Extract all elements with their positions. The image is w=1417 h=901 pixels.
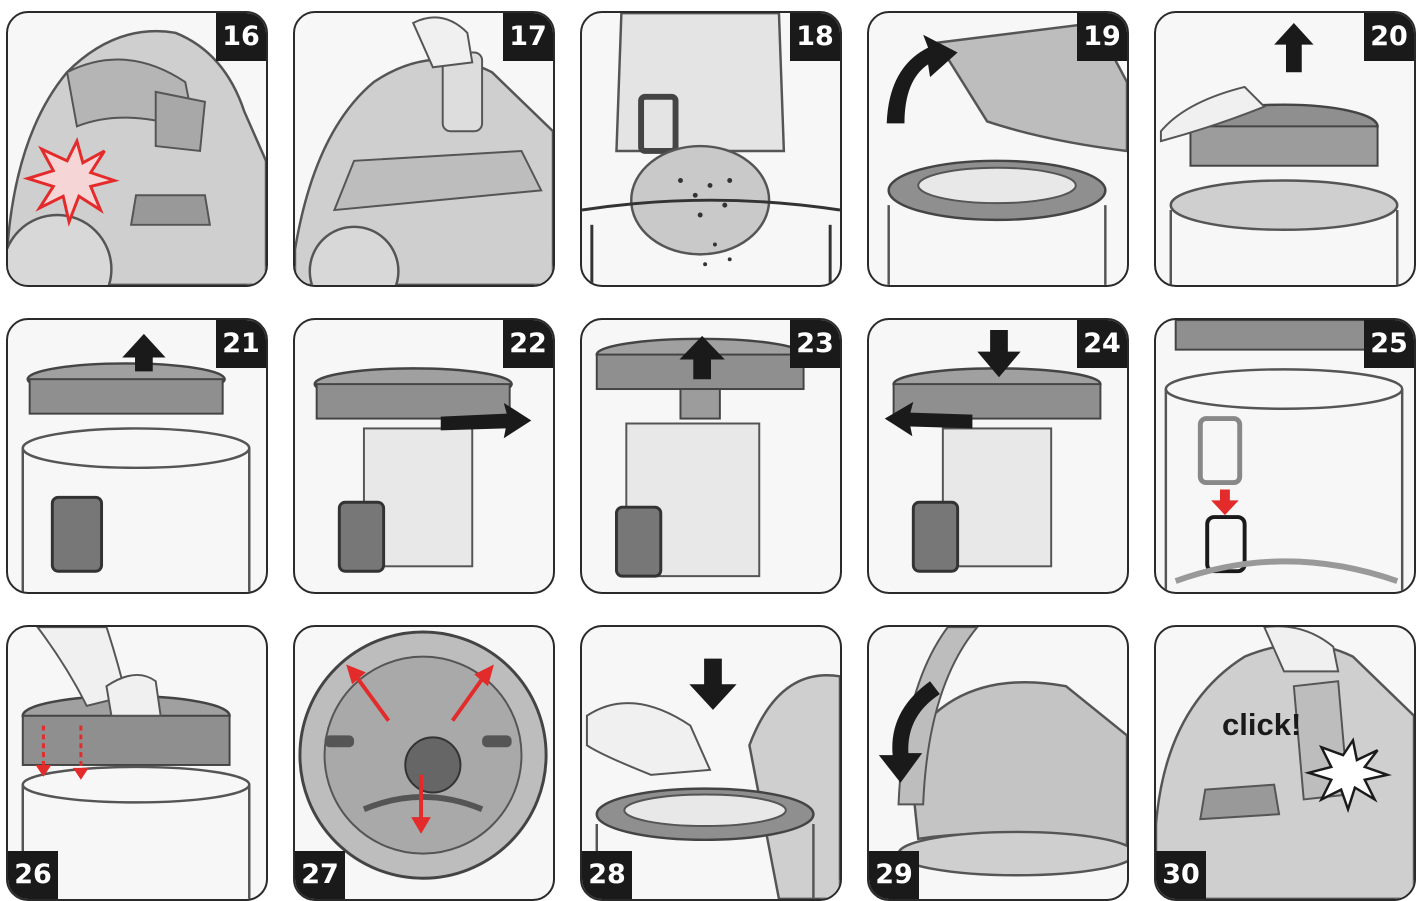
step-panel-19: 19 [867, 11, 1129, 287]
step-panel-26: 26 [6, 625, 268, 901]
cyclone-rotate-illustration [313, 367, 513, 573]
step-number: 18 [790, 13, 840, 61]
step-panel-28: 28 [580, 625, 842, 901]
arrow-up-icon [679, 335, 725, 380]
step-panel-21: 21 [6, 318, 268, 594]
arrow-down-icon [1211, 489, 1239, 516]
arrow-curved-left-icon [878, 681, 940, 783]
step-number: 24 [1077, 320, 1127, 368]
step-panel-17: 17 [293, 11, 555, 287]
step-number: 20 [1364, 13, 1414, 61]
step-panel-25: 25 [1154, 318, 1416, 594]
starburst-icon [1304, 737, 1392, 814]
step-number: 28 [582, 851, 632, 899]
handle-lock-illustration [1156, 627, 1414, 899]
arrow-down-icon [689, 658, 737, 710]
filter-insert-illustration [585, 674, 840, 899]
step-panel-22: 22 [293, 318, 555, 594]
step-number: 27 [295, 851, 345, 899]
arrow-curved-right-icon [886, 34, 958, 124]
click-annotation: click! [1222, 707, 1302, 742]
arrow-red-icon [346, 664, 494, 834]
arrow-curved-right-icon [440, 402, 532, 439]
step-number: 16 [216, 13, 266, 61]
step-number: 22 [503, 320, 553, 368]
filter-lift-illustration [1159, 85, 1399, 285]
step-number: 23 [790, 320, 840, 368]
assembly-insert-illustration [21, 627, 251, 899]
arrow-curved-left-icon [884, 401, 973, 437]
arrow-down-icon [977, 329, 1021, 378]
step-panel-18: 18 [580, 11, 842, 287]
step-panel-16: 16 [6, 11, 268, 287]
step-number: 29 [869, 851, 919, 899]
step-number: 21 [216, 320, 266, 368]
step-panel-20: 20 [1154, 11, 1416, 287]
step-panel-29: 29 [867, 625, 1129, 901]
lid-open-illustration [887, 21, 1127, 285]
step-number: 19 [1077, 13, 1127, 61]
step-number: 25 [1364, 320, 1414, 368]
step-panel-30: click! 30 [1154, 625, 1416, 901]
arrow-up-icon [1274, 22, 1314, 73]
starburst-icon [22, 137, 120, 227]
step-number: 30 [1156, 851, 1206, 899]
arrow-up-icon [122, 333, 166, 372]
step-panel-24: 24 [867, 318, 1129, 594]
arrow-down-icon [35, 725, 89, 780]
step-panel-23: 23 [580, 318, 842, 594]
cyclone-lift-illustration [21, 362, 251, 592]
step-panel-27: 27 [293, 625, 555, 901]
empty-container-illustration [582, 13, 840, 285]
cyclone-separate-illustration [595, 337, 805, 578]
cyclone-reassemble-illustration [892, 367, 1102, 573]
step-number: 17 [503, 13, 553, 61]
vacuum-handle-illustration [295, 16, 553, 285]
vacuum-top-illustration [8, 29, 266, 285]
step-number: 26 [8, 851, 58, 899]
